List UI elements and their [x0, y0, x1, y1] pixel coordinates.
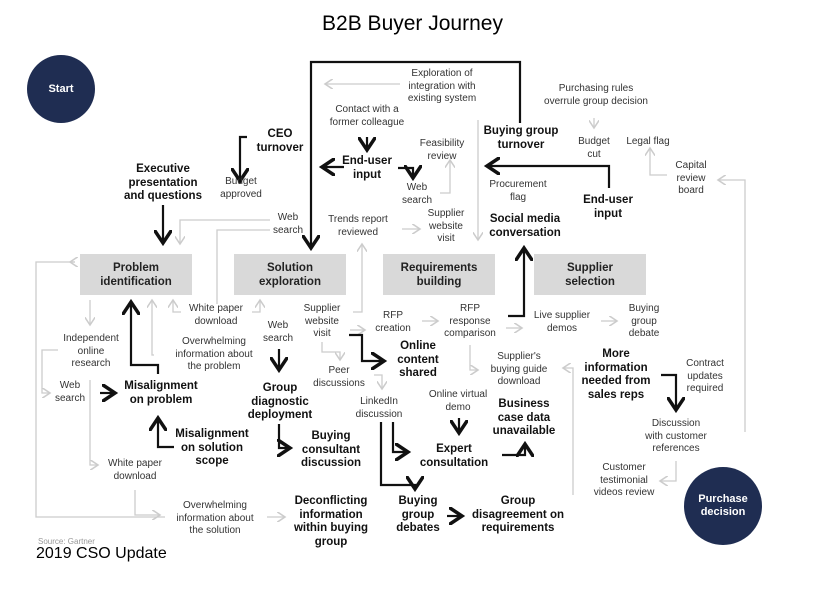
- event-procurement-flag: Procurement flag: [489, 179, 547, 203]
- event-executive-presentation: Executive presentation and questions: [124, 163, 202, 202]
- event-customer-testimonial: Customer testimonial videos review: [593, 462, 655, 498]
- event-more-information: More information needed from sales reps: [581, 348, 651, 401]
- event-capital-review: Capital review board: [675, 160, 707, 196]
- major-arrow: [391, 422, 408, 452]
- event-web-search: Web search: [262, 320, 293, 344]
- event-trends-report: Trends report reviewed: [328, 214, 388, 238]
- minor-arrow: [440, 160, 450, 194]
- event-rfp-creation: RFP creation: [375, 310, 411, 334]
- major-arrow: [487, 166, 611, 188]
- event-online-content: Online content shared: [397, 340, 439, 379]
- event-online-virtual-demo: Online virtual demo: [428, 389, 488, 413]
- footer-caption: 2019 CSO Update: [36, 545, 167, 562]
- minor-arrow: [252, 300, 260, 313]
- event-live-supplier-demos: Live supplier demos: [533, 310, 591, 334]
- event-overwhelming-solution: Overwhelming information about the solut…: [176, 500, 254, 536]
- event-supplier-buying-guide: Supplier's buying guide download: [490, 351, 548, 387]
- event-purchasing-rules: Purchasing rules overrule group decision: [544, 83, 648, 107]
- major-arrow: [661, 373, 676, 410]
- event-buying-group-debates: Buying group debates: [396, 495, 440, 534]
- major-arrow: [131, 302, 160, 374]
- minor-arrow: [134, 490, 160, 515]
- major-arrow: [279, 424, 290, 448]
- event-buying-group-debate: Buying group debate: [628, 303, 660, 339]
- event-buying-group-turnover: Buying group turnover: [483, 125, 559, 151]
- start-node: Start: [27, 55, 95, 123]
- minor-arrow: [216, 229, 270, 288]
- major-arrow: [349, 333, 384, 361]
- event-supplier-website-visit: Supplier website visit: [303, 303, 341, 339]
- stage-requirements-building: Requirements building: [383, 254, 495, 295]
- minor-arrow: [89, 380, 98, 465]
- source-note: Source: Gartner: [38, 537, 95, 546]
- minor-arrow: [469, 345, 478, 370]
- major-arrow: [508, 248, 524, 318]
- event-overwhelming-problem: Overwhelming information about the probl…: [175, 336, 253, 372]
- event-end-user-input-2: End-user input: [583, 194, 633, 220]
- minor-arrow: [650, 148, 667, 176]
- major-arrow: [379, 422, 415, 489]
- event-peer-discussions: Peer discussions: [313, 365, 365, 389]
- stage-solution-exploration: Solution exploration: [234, 254, 346, 295]
- minor-arrow: [321, 342, 340, 360]
- event-discussion-references: Discussion with customer references: [645, 418, 707, 454]
- stage-problem-identification: Problem identification: [80, 254, 192, 295]
- major-arrow: [502, 444, 525, 455]
- event-social-media: Social media conversation: [489, 213, 561, 239]
- purchase-decision-node: Purchase decision: [684, 467, 762, 545]
- event-misalignment-problem: Misalignment on problem: [124, 380, 198, 406]
- minor-arrow: [374, 374, 382, 389]
- minor-arrow: [563, 368, 574, 495]
- event-contract-updates: Contract updates required: [686, 358, 724, 394]
- major-arrow: [311, 60, 522, 248]
- event-rfp-comparison: RFP response comparison: [444, 303, 496, 339]
- minor-arrow: [35, 261, 165, 518]
- event-group-disagreement: Group disagreement on requirements: [471, 495, 565, 534]
- event-feasibility-review: Feasibility review: [419, 138, 465, 162]
- minor-arrow: [660, 461, 677, 481]
- minor-arrow: [718, 180, 746, 432]
- minor-arrow: [41, 349, 58, 393]
- minor-connectors: [35, 84, 746, 518]
- event-web-search: Web search: [54, 380, 85, 404]
- stage-supplier-selection: Supplier selection: [534, 254, 646, 295]
- diagram-title: B2B Buyer Journey: [322, 12, 503, 35]
- event-budget-cut: Budget cut: [578, 136, 610, 160]
- major-arrow: [240, 135, 247, 181]
- event-supplier-website-visit: Supplier website visit: [427, 208, 465, 244]
- event-business-case: Business case data unavailable: [492, 398, 556, 437]
- event-web-search: Web search: [272, 212, 303, 236]
- event-independent-research: Independent online research: [63, 333, 119, 369]
- event-exploration-integration: Exploration of integration with existing…: [407, 68, 477, 104]
- event-expert-consultation: Expert consultation: [419, 443, 489, 469]
- minor-arrow: [180, 219, 270, 244]
- major-connectors: [100, 60, 676, 516]
- event-misalignment-scope: Misalignment on solution scope: [175, 428, 249, 467]
- event-linkedin-discussion: LinkedIn discussion: [355, 396, 403, 420]
- event-web-search: Web search: [401, 182, 432, 206]
- event-contact-colleague: Contact with a former colleague: [329, 104, 405, 128]
- event-white-paper-download: White paper download: [189, 303, 243, 327]
- minor-arrow: [152, 300, 154, 356]
- event-end-user-input: End-user input: [342, 155, 392, 181]
- event-group-diagnostic: Group diagnostic deployment: [247, 382, 313, 421]
- minor-arrow: [353, 244, 362, 313]
- event-budget-approved: Budget approved: [220, 176, 262, 200]
- major-arrow: [158, 418, 174, 449]
- major-arrow: [398, 168, 413, 178]
- event-buying-consultant: Buying consultant discussion: [300, 430, 362, 469]
- event-deconflicting: Deconflicting information within buying …: [293, 495, 369, 548]
- event-ceo-turnover: CEO turnover: [256, 128, 304, 154]
- event-legal-flag: Legal flag: [626, 136, 670, 147]
- minor-arrow: [173, 300, 181, 313]
- event-white-paper-download-2: White paper download: [108, 458, 162, 482]
